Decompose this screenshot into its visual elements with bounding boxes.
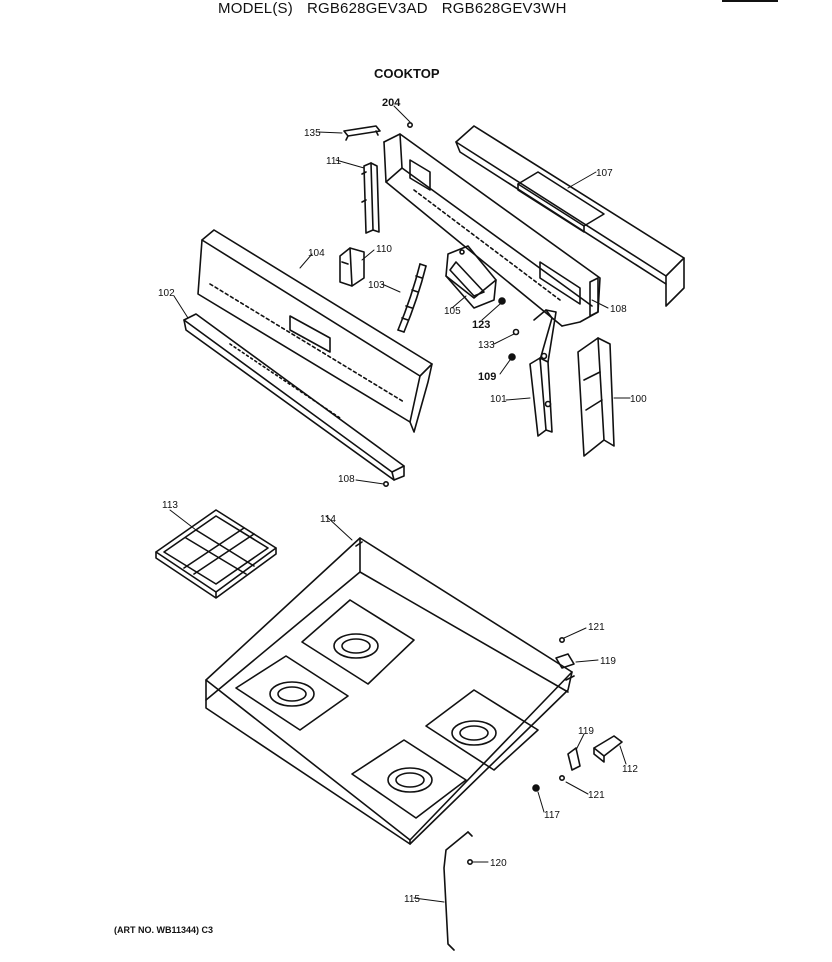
part-135-clip [343, 125, 381, 141]
callout-105: 105 [444, 306, 461, 317]
part-104-front-panel [197, 229, 433, 433]
part-101-bracket [529, 309, 557, 437]
part-111-bracket [361, 162, 380, 234]
callout-204: 204 [382, 97, 401, 109]
callout-111: 111 [326, 156, 342, 167]
callout-107: 107 [596, 168, 613, 179]
part-100-side-panel [577, 337, 615, 457]
callout-121-lower: 121 [588, 790, 605, 801]
callout-119-lower: 119 [578, 726, 594, 737]
part-119-hinge [555, 653, 581, 771]
model-number-1: RGB628GEV3AD [306, 0, 428, 17]
models-prefix: MODEL(S) [218, 0, 293, 17]
part-114-cooktop [205, 537, 575, 845]
callout-120: 120 [490, 858, 507, 869]
callout-110: 110 [376, 244, 392, 255]
corner-rule [722, 0, 778, 2]
part-108-rear-panel [383, 133, 601, 327]
callout-100: 100 [630, 394, 647, 405]
model-number-2: RGB628GEV3WH [441, 0, 567, 17]
part-112-latch [593, 735, 623, 763]
callout-121-upper: 121 [588, 622, 605, 633]
callout-114: 114 [320, 514, 336, 525]
callout-102: 102 [158, 288, 175, 299]
part-107-top-cover [455, 125, 685, 307]
callout-117: 117 [544, 810, 560, 821]
callout-109: 109 [478, 371, 496, 383]
fasteners [382, 122, 565, 865]
callout-135: 135 [304, 128, 321, 139]
callout-108-lower: 108 [338, 474, 355, 485]
callout-108-upper: 108 [610, 304, 627, 315]
part-102-trim [183, 313, 405, 481]
part-103-harness [397, 263, 427, 333]
callout-112: 112 [622, 764, 638, 775]
section-title: COOKTOP [374, 66, 440, 81]
callout-133: 133 [478, 340, 495, 351]
callout-104: 104 [308, 248, 325, 259]
callout-115: 115 [404, 894, 420, 905]
part-115-rod [443, 831, 473, 951]
callout-123: 123 [472, 319, 490, 331]
part-105-clock [445, 245, 497, 309]
callout-labels: 204 135 111 107 104 110 103 102 105 123 … [158, 97, 647, 905]
part-113-grate [155, 509, 277, 599]
callout-101: 101 [490, 394, 507, 405]
callout-113: 113 [162, 500, 178, 511]
callout-119-upper: 119 [600, 656, 616, 667]
art-number: (ART NO. WB11344) C3 [114, 925, 214, 935]
part-110-module [339, 247, 365, 287]
callout-103: 103 [368, 280, 385, 291]
leader-lines [169, 105, 631, 903]
model-title: MODEL(S) RGB628GEV3AD RGB628GEV3WH [218, 0, 581, 17]
